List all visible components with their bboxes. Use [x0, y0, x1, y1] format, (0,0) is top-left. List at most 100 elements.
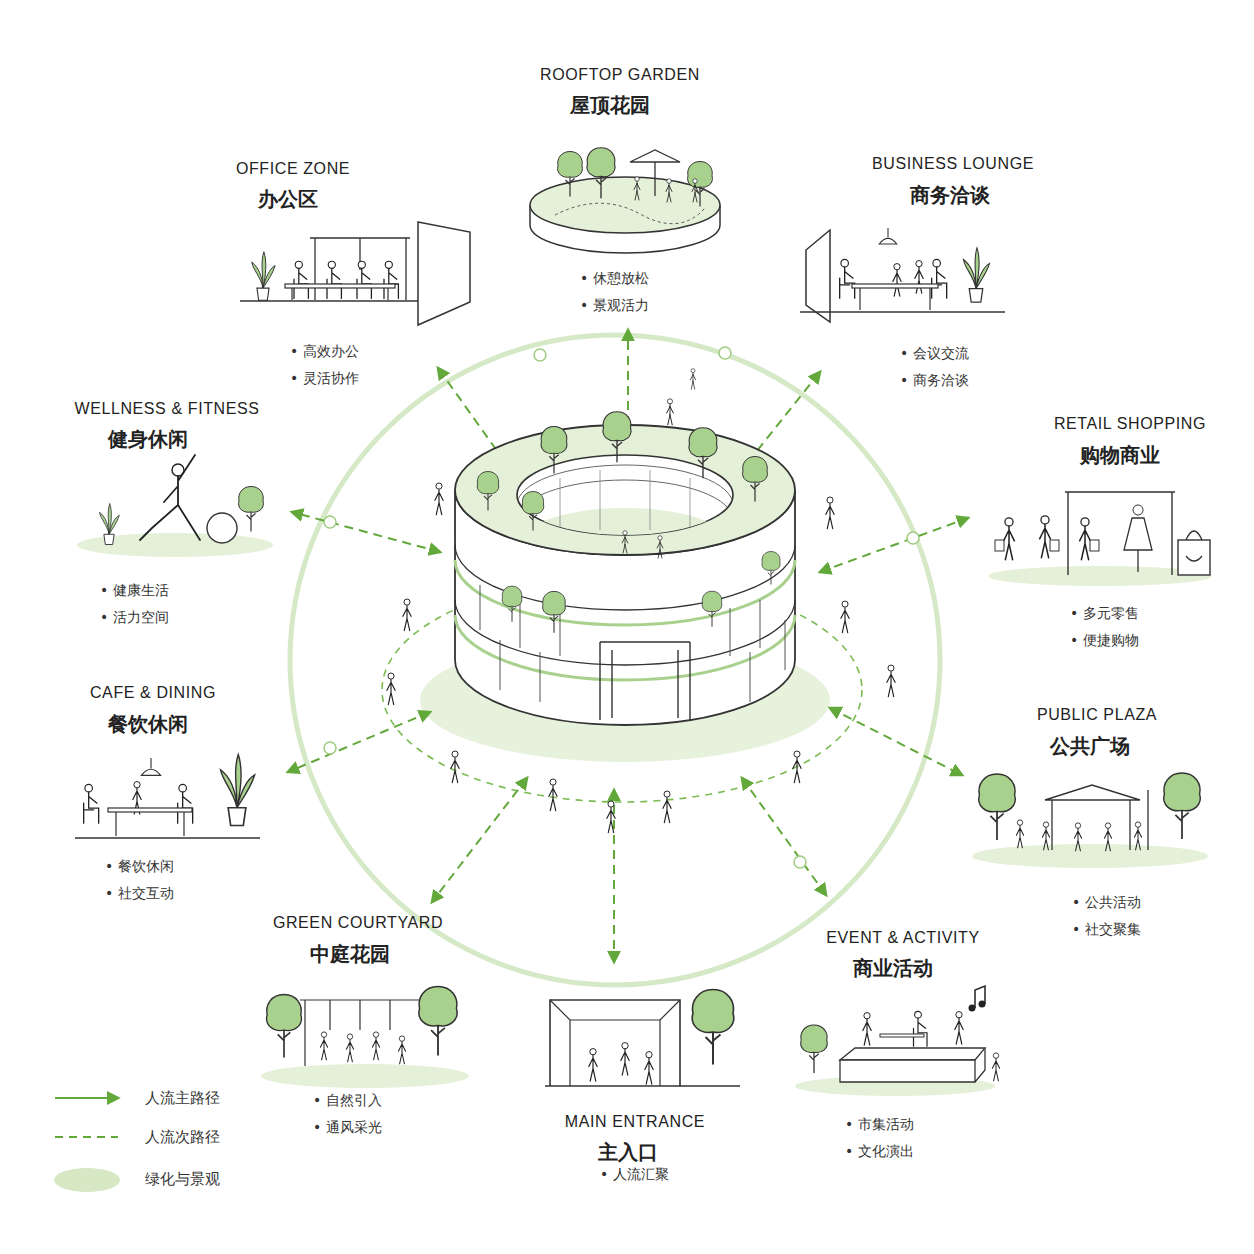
- courtyard-sketch-part: [261, 1064, 469, 1088]
- zone-title: OFFICE ZONE: [153, 160, 433, 178]
- office-sketch: [240, 222, 470, 325]
- lounge-sketch-part: [893, 264, 901, 297]
- rooftop-sketch-part: [558, 152, 583, 197]
- entrance-sketch-part: [550, 1000, 680, 1086]
- entrance-sketch-part: [589, 1049, 597, 1082]
- rooftop-sketch-part: [634, 177, 640, 200]
- plaza-sketch-part: [1016, 820, 1023, 848]
- lounge-sketch: [800, 228, 1005, 322]
- legend-text: 绿化与景观: [145, 1170, 220, 1189]
- courtyard-sketch-part: [398, 1036, 405, 1064]
- plaza-sketch-part: [1042, 822, 1049, 850]
- office-sketch-part: [384, 261, 398, 298]
- zone-title-cn: 屋顶花园: [470, 92, 750, 119]
- bullet-item: • 餐饮休闲: [105, 858, 174, 876]
- lounge-sketch-part: [852, 284, 938, 288]
- zone-title-cn: 健身休闲: [8, 426, 288, 453]
- office-sketch-part: [327, 261, 341, 298]
- pedestrian-part: [607, 801, 615, 833]
- event-sketch-part: [914, 1011, 928, 1046]
- legend-sample-part: [55, 1097, 118, 1099]
- ring-node-dot-part: [324, 742, 336, 754]
- flow-arrow-part: [742, 778, 826, 895]
- retail-sketch-part: [1090, 540, 1099, 551]
- plaza-sketch-part: [1104, 823, 1111, 851]
- legend-sample: [55, 1098, 118, 1137]
- cafe-sketch-part: [141, 758, 160, 775]
- zone-node: CAFE & DINING餐饮休闲• 餐饮休闲• 社交互动: [70, 680, 270, 910]
- bullet-item: • 灵活协作: [290, 370, 359, 388]
- entrance-sketch-part: [645, 1052, 653, 1085]
- courtyard-sketch-part: [419, 987, 457, 1056]
- rooftop-sketch-part: [692, 179, 698, 202]
- retail-sketch-part: [1124, 518, 1152, 550]
- zone-title: ROOFTOP GARDEN: [480, 66, 760, 84]
- rooftop-sketch-part: [587, 148, 615, 199]
- office-sketch-part: [294, 261, 308, 298]
- central-building-part-part: [560, 470, 690, 530]
- zone-title: MAIN ENTRANCE: [495, 1113, 775, 1131]
- central-building-part: [600, 642, 690, 720]
- wellness-sketch-part: [140, 455, 200, 540]
- central-building-part: [762, 552, 780, 585]
- plaza-sketch-part: [1052, 790, 1148, 850]
- central-building-part-part: [525, 508, 725, 572]
- retail-sketch-part: [995, 540, 1004, 551]
- bullet-item: • 人流汇聚: [600, 1166, 669, 1184]
- plaza-sketch-part: [972, 844, 1208, 868]
- office-sketch-part: [418, 222, 470, 325]
- lounge-sketch-part: [840, 259, 855, 298]
- plaza-sketch-part: [1164, 773, 1200, 839]
- bullet-item: • 景观活力: [580, 297, 649, 315]
- pedestrian-part: [663, 791, 671, 823]
- ring-node-dot-part: [534, 349, 546, 361]
- central-building-part: [480, 585, 785, 702]
- bullet-item: • 高效办公: [290, 343, 359, 361]
- retail-sketch-part: [1178, 540, 1210, 575]
- bullet-item: • 通风采光: [313, 1119, 382, 1137]
- pedestrian-part: [826, 497, 834, 529]
- legend-text: 人流次路径: [145, 1128, 220, 1147]
- lounge-sketch-part: [879, 228, 897, 244]
- central-building-part: [543, 591, 566, 632]
- courtyard-sketch-part: [267, 995, 302, 1058]
- courtyard-sketch-part: [300, 1000, 420, 1066]
- bullet-item: • 文化演出: [845, 1143, 914, 1161]
- entrance-sketch-part: [545, 1085, 740, 1086]
- zone-title-cn: 购物商业: [980, 442, 1254, 469]
- office-sketch-part: [252, 252, 275, 301]
- flow-arrow-part: [820, 518, 968, 572]
- pedestrian-part: [887, 665, 895, 697]
- event-sketch-part: [863, 1013, 871, 1046]
- cafe-sketch-part: [75, 837, 260, 838]
- ring-node-dot-part: [719, 347, 731, 359]
- ring-node-dot-part: [907, 532, 919, 544]
- flow-arrow: [288, 330, 968, 962]
- retail-sketch-part: [1050, 540, 1059, 551]
- office-sketch-part: [357, 261, 371, 298]
- plaza-sketch-part: [1134, 822, 1141, 850]
- rooftop-sketch: [530, 148, 720, 253]
- pedestrian-part: [690, 369, 695, 389]
- office-sketch-part: [310, 238, 410, 300]
- ring-node-dot: [324, 347, 919, 868]
- lounge-sketch-part: [800, 311, 1005, 312]
- pedestrian-part: [387, 673, 395, 705]
- cafe-sketch-part: [108, 808, 192, 812]
- pedestrian: [387, 369, 895, 833]
- retail-sketch-part: [1080, 518, 1091, 560]
- central-building-part: [689, 428, 717, 479]
- retail-sketch-part: [1186, 531, 1202, 561]
- entrance-sketch-part: [621, 1043, 629, 1076]
- bullet-item: • 商务洽谈: [900, 372, 969, 390]
- wellness-sketch-part: [99, 503, 119, 544]
- cafe-sketch-part: [116, 812, 184, 836]
- zone-title: BUSINESS LOUNGE: [813, 155, 1093, 173]
- central-building-part: [622, 531, 628, 553]
- retail-sketch: [988, 492, 1212, 586]
- zone-title: PUBLIC PLAZA: [957, 706, 1237, 724]
- bullet-item: • 便捷购物: [1070, 632, 1139, 650]
